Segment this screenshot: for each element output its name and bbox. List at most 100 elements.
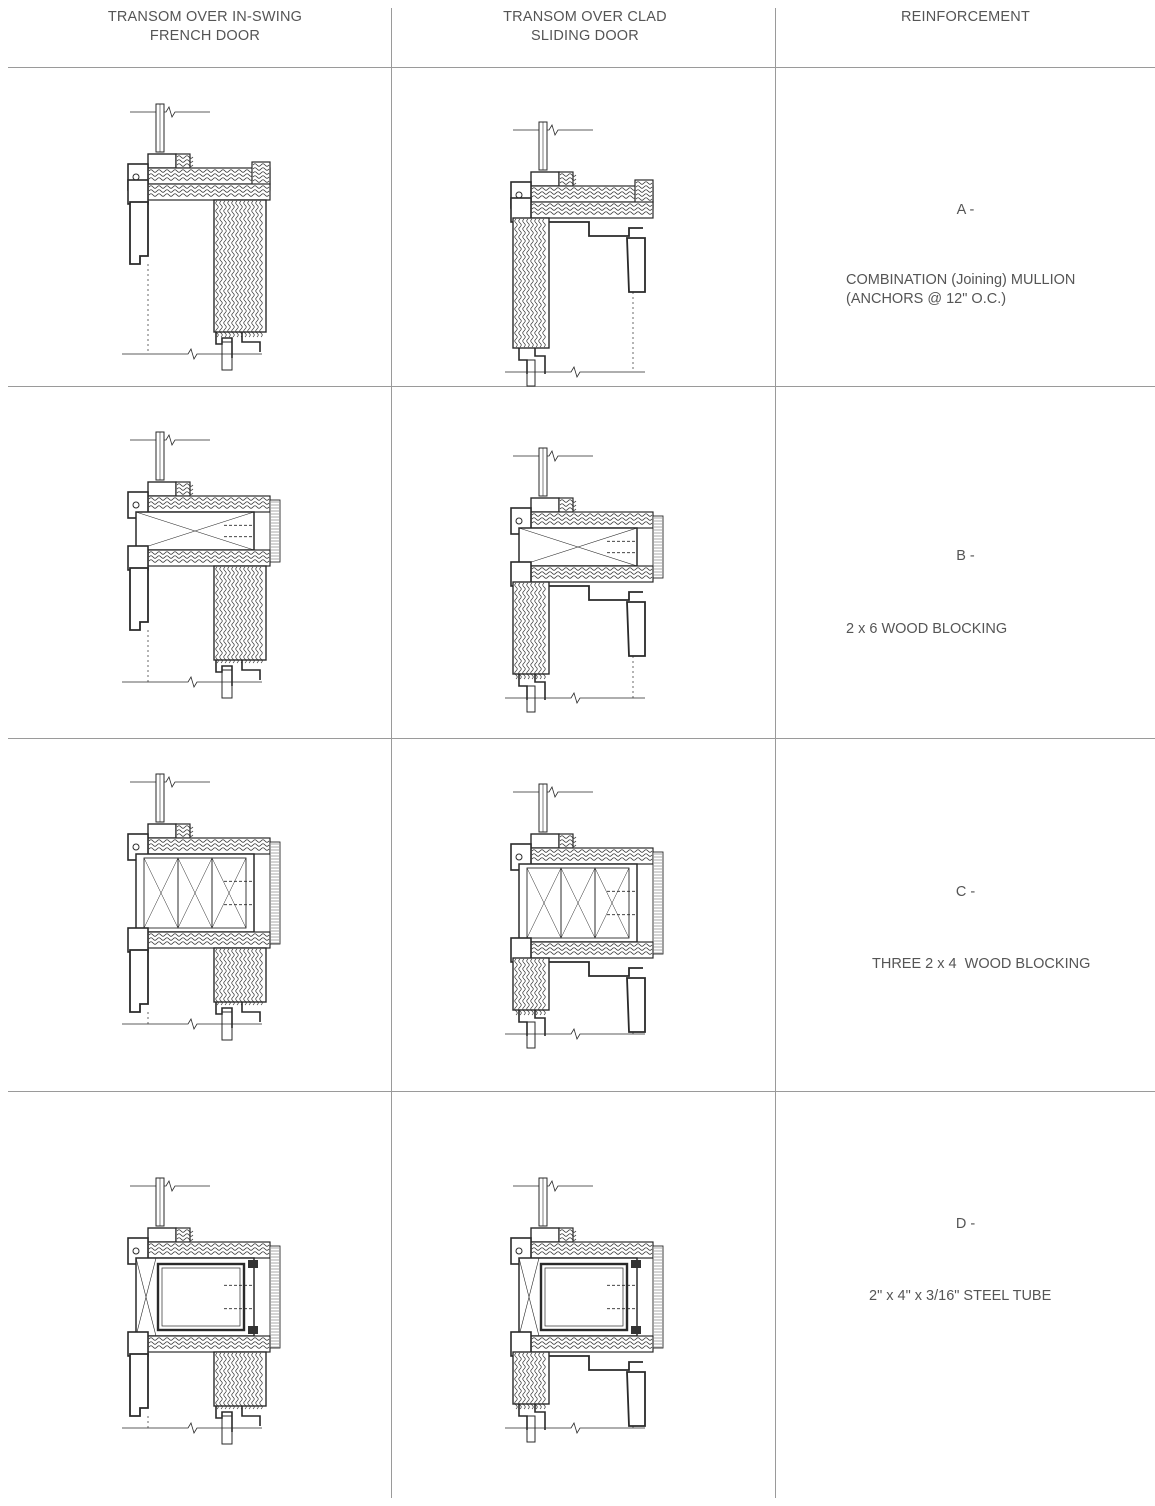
- exterior-clad-bottom: [127, 179, 149, 205]
- top-break-line: [130, 776, 210, 788]
- row-a-letter: A -: [956, 202, 975, 218]
- sealant-bottom: [631, 1326, 641, 1334]
- wood-grain: [531, 1337, 653, 1349]
- sliding-door-section-b: [495, 426, 695, 726]
- wood-grain: [559, 499, 577, 511]
- exterior-clad-bottom: [127, 1331, 149, 1357]
- slider-glass: [526, 1021, 536, 1049]
- top-break-line: [130, 1180, 210, 1192]
- wood-grain: [559, 173, 577, 185]
- block-cross-2: [560, 867, 596, 939]
- door-glass: [221, 669, 233, 699]
- header-sliding-door-line2: SLIDING DOOR: [531, 28, 639, 44]
- wood-grain: [148, 497, 270, 509]
- door-glass: [221, 1011, 233, 1041]
- header-sliding-door-line1: TRANSOM OVER CLAD: [503, 9, 667, 25]
- slider-track-profile: [549, 585, 643, 601]
- row-b-reinforcement: B - 2 x 6 WOOD BLOCKING: [776, 0, 1155, 738]
- block-cross-2: [177, 857, 213, 929]
- section-drawing: [505, 447, 664, 713]
- sealant-top: [631, 1260, 641, 1268]
- bottom-break-line: [122, 348, 262, 360]
- interior-casing: [269, 841, 281, 945]
- sliding-door-section-a: [495, 100, 695, 400]
- interior-casing: [269, 1245, 281, 1349]
- wood-grain: [176, 155, 194, 167]
- door-jamb-wood: [213, 565, 267, 661]
- slider-glass: [526, 1415, 536, 1443]
- section-group: [122, 431, 281, 699]
- french-door-section-a: [112, 82, 312, 382]
- row-divider-1: [8, 386, 1155, 387]
- interior-casing: [652, 1245, 664, 1349]
- slider-track-profile: [549, 961, 643, 977]
- header-reinforcement: REINFORCEMENT: [776, 8, 1155, 27]
- wood-grain: [514, 958, 546, 1016]
- door-glass: [221, 341, 233, 371]
- door-glass: [221, 1415, 233, 1445]
- block-cross-3: [594, 867, 630, 939]
- wood-grain: [148, 933, 270, 945]
- interior-casing: [652, 851, 664, 955]
- bottom-break-line: [505, 1028, 645, 1040]
- weatherstrip: [515, 517, 523, 525]
- exterior-clad-bottom: [127, 545, 149, 571]
- door-clad-profile: [129, 949, 149, 1013]
- section-drawing: [505, 783, 664, 1049]
- door-clad-profile: [129, 567, 149, 631]
- row-c-letter: C -: [955, 884, 976, 900]
- transom-stop: [147, 153, 177, 169]
- steel-tube-wall: [539, 1262, 629, 1332]
- wood-grain: [514, 1352, 546, 1410]
- door-clad-profile: [129, 1353, 149, 1417]
- wood-grain: [559, 1229, 577, 1241]
- sealant-bottom: [248, 1326, 258, 1334]
- steel-tube-reinforcement: [135, 1257, 255, 1337]
- wood-grain: [176, 1229, 194, 1241]
- sealant-top: [248, 1260, 258, 1268]
- section-drawing: [505, 1177, 664, 1443]
- door-glazing-stop: [215, 660, 261, 686]
- column-divider-1: [391, 8, 392, 1498]
- section-group: [122, 773, 281, 1041]
- door-glazing-stop: [215, 332, 261, 358]
- row-d-letter: D -: [955, 1216, 976, 1232]
- wood-grain: [215, 948, 263, 1006]
- weatherstrip: [515, 853, 523, 861]
- row-a-desc-line2: (ANCHORS @ 12" O.C.): [846, 291, 1007, 307]
- slider-glass: [526, 685, 536, 713]
- door-glazing-stop: [215, 1002, 261, 1028]
- wood-grain: [531, 943, 653, 955]
- header-reinforcement-label: REINFORCEMENT: [900, 9, 1031, 25]
- section-group: [122, 103, 271, 371]
- section-group: [505, 783, 664, 1049]
- transom-stop: [147, 481, 177, 497]
- section-group: [122, 1177, 281, 1445]
- wood-grain: [514, 582, 546, 680]
- block-cross-3: [211, 857, 247, 929]
- slider-clad-profile: [626, 1371, 646, 1427]
- slider-frame-wood: [512, 581, 550, 675]
- wood-block-3: [211, 857, 247, 929]
- steel-tube-wall: [156, 1262, 246, 1332]
- blocking-cross: [135, 511, 255, 551]
- sliding-door-section-c: [495, 762, 695, 1062]
- header-sliding-door: TRANSOM OVER CLAD SLIDING DOOR: [400, 8, 770, 46]
- slider-track-profile: [549, 221, 643, 237]
- wood-grain: [148, 551, 270, 563]
- section-group: [505, 1177, 664, 1443]
- row-b-letter: B -: [956, 548, 975, 564]
- french-door-section-b: [112, 410, 312, 710]
- steel-tube-inner: [161, 1267, 241, 1327]
- wood-block-3: [594, 867, 630, 939]
- section-drawing: [122, 773, 281, 1041]
- blocking-cross: [518, 527, 638, 567]
- top-break-line: [513, 786, 593, 798]
- row-a-desc-line1: COMBINATION (Joining) MULLION: [846, 272, 1076, 288]
- row-c-reinforcement: C - THREE 2 x 4 WOOD BLOCKING: [776, 0, 1155, 1091]
- wood-grain: [531, 187, 653, 199]
- wood-grain: [148, 1337, 270, 1349]
- transom-stop: [530, 497, 560, 513]
- block-cross-1: [143, 857, 179, 929]
- bottom-break-line: [505, 1422, 645, 1434]
